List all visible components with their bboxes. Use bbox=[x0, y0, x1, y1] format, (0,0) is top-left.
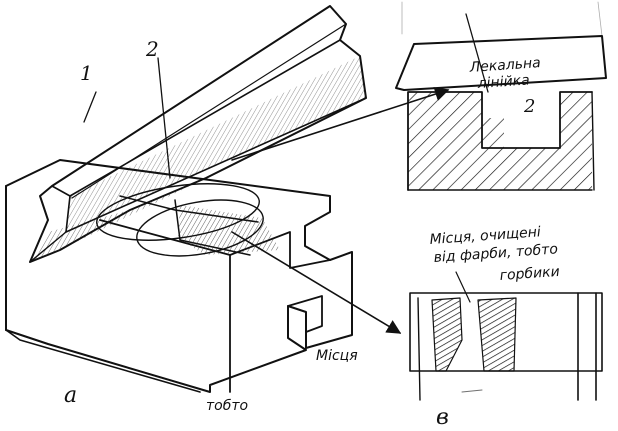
label-main-note-2: тобто bbox=[206, 398, 248, 414]
inset-top bbox=[395, 1, 607, 191]
label-clean-spots-1: Місця, очищені bbox=[429, 224, 541, 248]
label-ruler-name-2: лінійка bbox=[476, 72, 530, 92]
paint-free-spot-1 bbox=[432, 298, 462, 371]
label-view-b: в bbox=[436, 405, 449, 430]
inset-bottom bbox=[409, 271, 603, 401]
zone-ellipse-lower bbox=[136, 199, 264, 257]
block-outline bbox=[5, 159, 353, 393]
paint-free-spot-2 bbox=[478, 298, 516, 371]
main-view bbox=[5, 5, 450, 393]
label-inset-top-2: 2 bbox=[523, 96, 535, 117]
label-part-2: 2 bbox=[145, 37, 159, 61]
label-view-a: а bbox=[64, 383, 77, 408]
contact-area-shading bbox=[178, 205, 280, 255]
label-ruler-name-1: Лекальна bbox=[468, 55, 541, 76]
zone-ellipse-upper bbox=[96, 183, 260, 241]
inset-top-ruler bbox=[395, 35, 607, 91]
label-part-1: 1 bbox=[80, 61, 93, 85]
label-main-note-1: Місця bbox=[316, 348, 358, 364]
straightedge-ruler bbox=[29, 5, 367, 263]
label-clean-spots-3: горбики bbox=[499, 264, 560, 284]
arrow-to-bottom-inset bbox=[231, 231, 402, 334]
